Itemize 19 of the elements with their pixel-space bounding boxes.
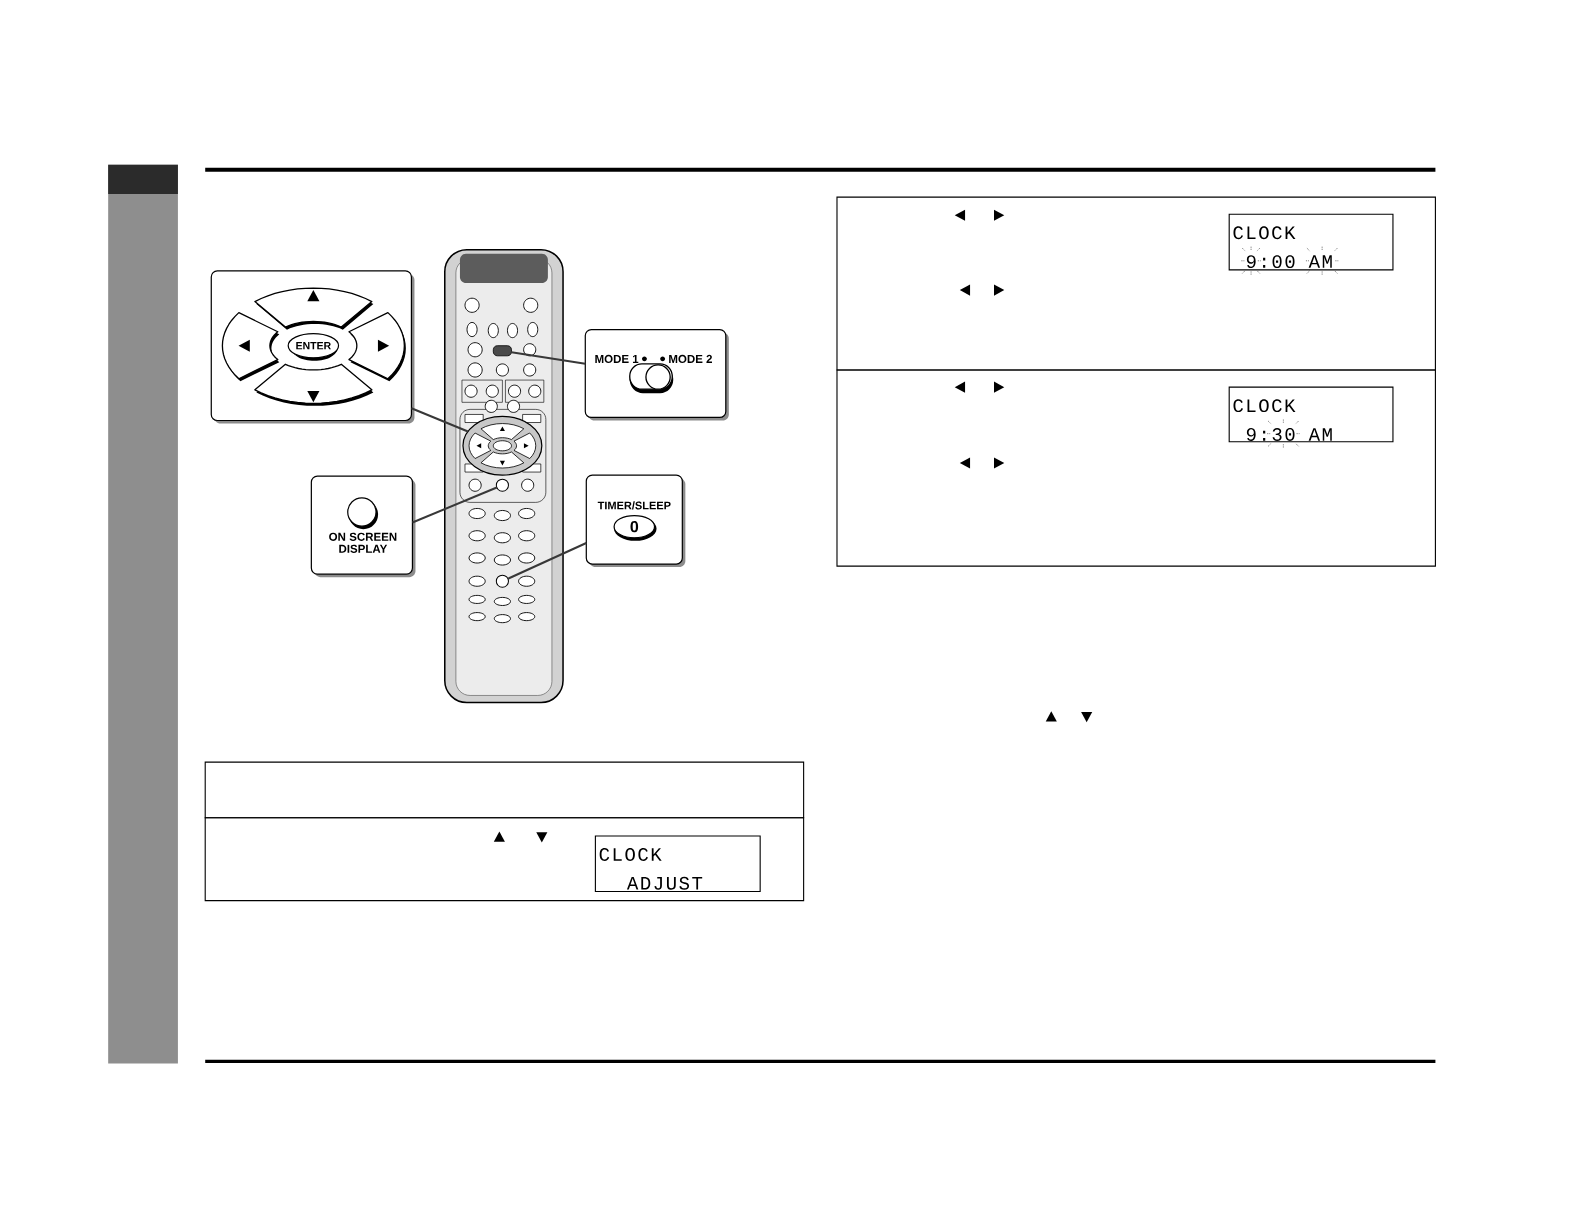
slide-switch	[492, 345, 512, 357]
leader-line	[507, 542, 587, 580]
leader-line	[411, 407, 469, 433]
table-cell	[836, 196, 1436, 371]
table-cell	[204, 817, 805, 902]
display-panel: CLOCK 9:30 AM	[1228, 386, 1394, 443]
display-panel: CLOCK ADJUST	[594, 835, 761, 893]
display-panel: CLOCK 9:00 AM	[1228, 213, 1394, 271]
round-button	[495, 574, 509, 588]
table-cell	[836, 369, 1436, 567]
direction-pad	[462, 415, 543, 476]
enter-button: ENTER	[287, 332, 340, 361]
round-button	[495, 478, 509, 492]
switch-label: MODE 1	[595, 354, 639, 363]
switch-label: MODE 2	[669, 354, 712, 363]
button-label: TIMER/SLEEP	[597, 501, 671, 510]
button-label: ON SCREEN DISPLAY	[329, 532, 397, 553]
table-cell	[204, 761, 805, 819]
number-button: 0	[613, 514, 657, 541]
